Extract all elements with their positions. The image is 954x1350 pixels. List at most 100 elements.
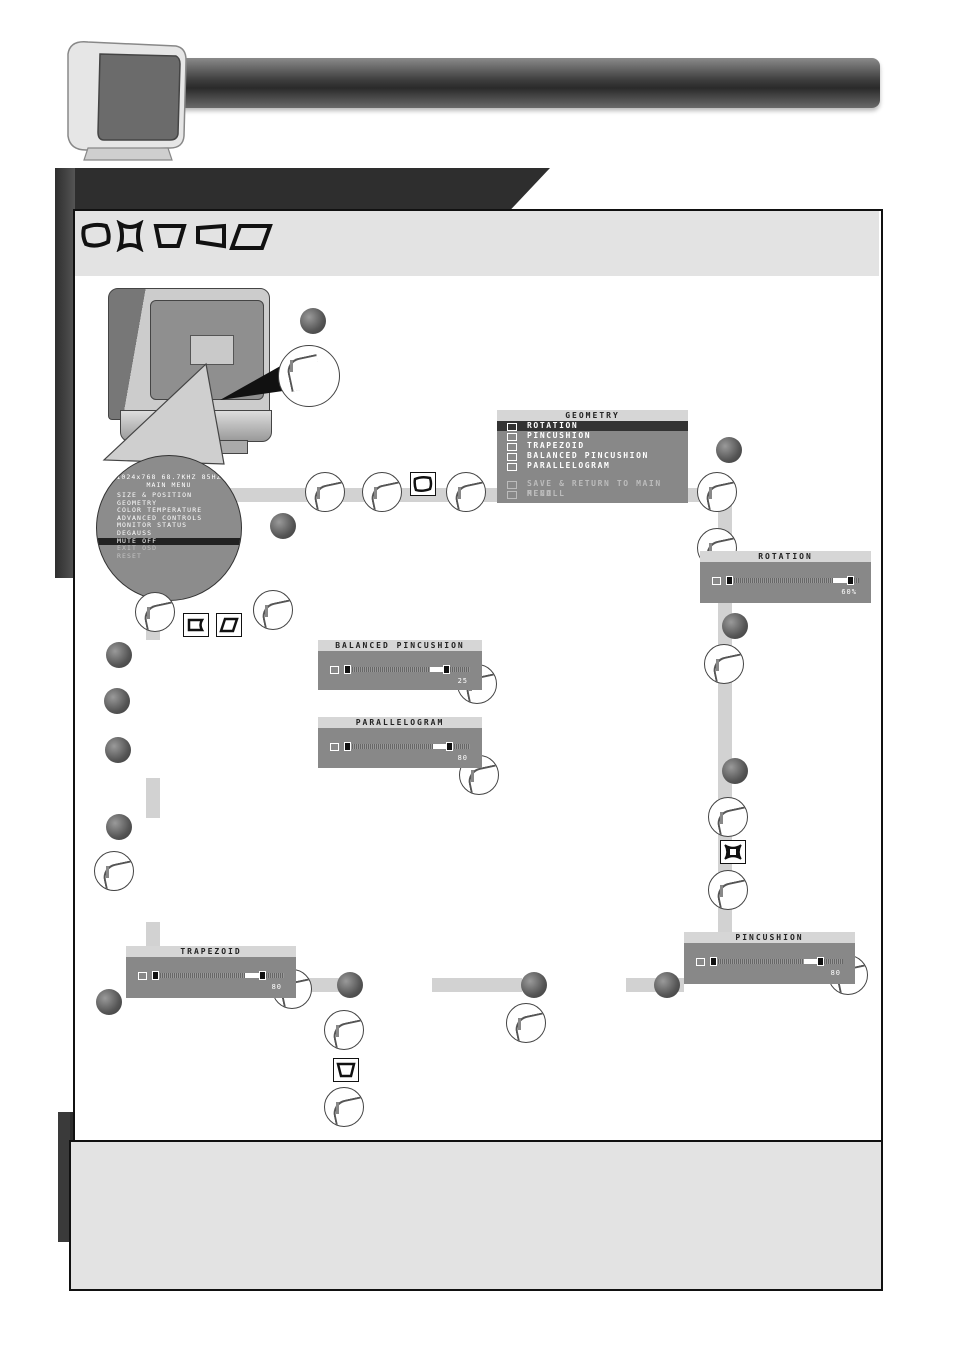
geometry-menu-item-label: BALANCED PINCUSHION <box>527 451 649 460</box>
slider-handle[interactable] <box>846 576 854 585</box>
parallelogram-icon <box>330 743 339 751</box>
step-dot <box>106 814 132 840</box>
balanced-pincushion-value: 25 <box>457 677 468 685</box>
geometry-menu-item-label: PARALLELOGRAM <box>527 461 611 470</box>
press-ok-icon <box>253 590 293 630</box>
parallelogram-value: 80 <box>457 754 468 762</box>
slider-min-knob <box>344 665 351 674</box>
rotation-title: ROTATION <box>700 551 871 562</box>
main-menu-item[interactable]: RESET <box>117 551 143 560</box>
geometry-menu-item[interactable]: ROTATION <box>497 421 688 431</box>
slider-min-knob <box>710 957 717 966</box>
geometry-menu-item[interactable]: PARALLELOGRAM <box>497 461 688 471</box>
balanced-pincushion-title: BALANCED PINCUSHION <box>318 640 482 651</box>
main-menu-item[interactable]: GEOMETRY <box>117 498 158 507</box>
connector <box>432 978 522 992</box>
main-menu-item[interactable]: ADVANCED CONTROLS <box>117 513 203 522</box>
geometry-menu-item[interactable]: BALANCED PINCUSHION <box>497 451 688 461</box>
press-down-icon <box>708 797 748 837</box>
slider-fill <box>430 667 446 672</box>
rotation-icon <box>712 577 721 585</box>
slider-min-knob <box>152 971 159 980</box>
geometry-menu-footer-label: RECALL <box>527 489 566 498</box>
connector <box>146 778 160 818</box>
step-dot <box>521 972 547 998</box>
step-dot <box>300 308 326 334</box>
main-menu-item[interactable]: DEGAUSS <box>117 529 153 537</box>
step-dot <box>270 513 296 539</box>
step-dot <box>96 989 122 1015</box>
slider-min-knob <box>344 742 351 751</box>
geometry-icons-strip <box>81 220 273 252</box>
main-menu-resolution: 1024x768 68.7KHZ 85HZ <box>116 473 222 481</box>
section-band <box>55 168 75 578</box>
geometry-menu-item[interactable]: TRAPEZOID <box>497 441 688 451</box>
trapezoid-slider[interactable] <box>154 973 284 978</box>
geometry-menu-item-label: ROTATION <box>527 421 579 430</box>
rotation-icon <box>507 423 517 431</box>
geometry-menu-footer-item[interactable]: RECALL <box>497 489 688 499</box>
main-menu-item[interactable]: MONITOR STATUS <box>117 521 188 530</box>
step-dot <box>337 972 363 998</box>
section-tab <box>55 168 550 210</box>
pincushion-icon <box>696 958 705 966</box>
trapezoid-icon <box>138 972 147 980</box>
parallelogram-slider[interactable] <box>346 744 470 749</box>
main-menu-item[interactable]: COLOR TEMPERATURE <box>117 506 203 515</box>
step-dot <box>722 758 748 784</box>
rotation-osd: ROTATION 60% <box>700 551 871 603</box>
press-ok-icon <box>94 851 134 891</box>
geometry-menu-title: GEOMETRY <box>497 410 688 421</box>
note-band <box>58 1112 70 1242</box>
main-menu-item[interactable]: MUTE OFF <box>97 537 241 546</box>
slider-fill <box>245 973 261 978</box>
main-menu-osd: 1024x768 68.7KHZ 85HZ MAIN MENU SIZE & P… <box>96 455 242 601</box>
balanced-pincushion-osd: BALANCED PINCUSHION 25 <box>318 640 482 690</box>
geometry-menu-item[interactable]: PINCUSHION <box>497 431 688 441</box>
press-ok-icon <box>708 870 748 910</box>
control-button-press-icon <box>278 345 340 407</box>
trapezoid-icon <box>507 443 517 451</box>
slider-fill <box>803 959 820 964</box>
slider-min-knob <box>726 576 733 585</box>
pincushion-slider[interactable] <box>712 959 843 964</box>
press-down-icon <box>446 472 486 512</box>
rotation-icon <box>410 472 436 496</box>
slider-handle[interactable] <box>443 665 451 674</box>
pincushion-icon <box>720 840 746 864</box>
lens-pointer <box>102 362 225 465</box>
slider-handle[interactable] <box>258 971 266 980</box>
main-menu-item[interactable]: EXIT OSD <box>117 544 158 553</box>
rotation-value: 60% <box>841 588 857 596</box>
press-down-icon <box>324 1010 364 1050</box>
header-bar <box>165 58 880 108</box>
slider-fill <box>832 578 849 583</box>
main-menu-title: MAIN MENU <box>146 481 192 489</box>
press-ok-icon <box>506 1003 546 1043</box>
balanced-pincushion-slider[interactable] <box>346 667 470 672</box>
slider-handle[interactable] <box>445 742 453 751</box>
step-dot <box>105 737 131 763</box>
step-dot <box>716 437 742 463</box>
press-ok-icon <box>362 472 402 512</box>
step-dot <box>654 972 680 998</box>
pincushion-value: 80 <box>830 969 841 977</box>
geometry-menu-footer-item[interactable]: SAVE & RETURN TO MAIN MENU <box>497 479 688 498</box>
slider-handle[interactable] <box>817 957 825 966</box>
trapezoid-icon <box>333 1058 359 1082</box>
geometry-menu-item-label: PINCUSHION <box>527 431 592 440</box>
parallelogram-osd: PARALLELOGRAM 80 <box>318 717 482 768</box>
rotation-slider[interactable] <box>728 578 859 583</box>
step-dot <box>104 688 130 714</box>
trapezoid-value: 80 <box>271 983 282 991</box>
save-icon <box>507 481 517 489</box>
press-ok-icon <box>704 644 744 684</box>
geometry-menu-footer-label: SAVE & RETURN TO MAIN MENU <box>527 479 662 498</box>
press-down-icon <box>135 592 175 632</box>
press-down-icon <box>305 472 345 512</box>
main-menu-item[interactable]: SIZE & POSITION <box>117 491 193 499</box>
press-ok-icon <box>697 472 737 512</box>
recall-icon <box>507 491 517 499</box>
monitor-icon <box>67 41 187 161</box>
